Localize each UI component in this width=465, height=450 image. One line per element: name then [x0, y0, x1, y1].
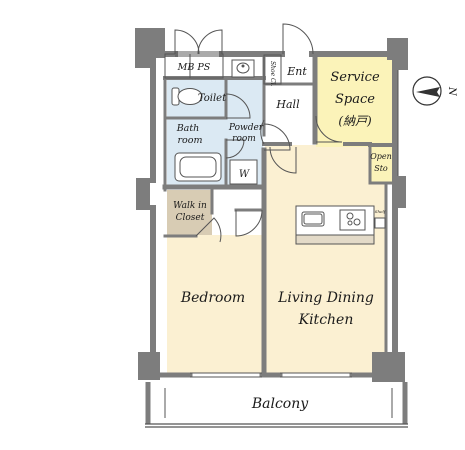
bathtub — [174, 152, 222, 182]
bathroom-label-2: room — [178, 135, 203, 146]
wash-basin — [231, 59, 255, 78]
kitchen-counter — [295, 205, 375, 245]
service-space-label-1: Service — [330, 70, 380, 85]
structural-columns — [135, 28, 408, 382]
mb-ps-label: MB PS — [177, 62, 211, 73]
bedroom-label: Bedroom — [180, 290, 245, 306]
ldk-label-1: Living Dining — [277, 290, 374, 306]
toilet-fixture — [171, 87, 203, 106]
living-dining-kitchen-floor — [265, 145, 385, 373]
open-storage-label-1: Open — [370, 152, 392, 161]
hall-floor — [264, 84, 316, 144]
bedroom-floor — [167, 235, 265, 373]
shelf-label: Shelf — [375, 209, 387, 214]
doors — [174, 23, 343, 243]
ldk-label-2: Kitchen — [298, 312, 354, 328]
balcony-label: Balcony — [251, 396, 309, 412]
walk-in-closet-label-2: Closet — [176, 213, 205, 223]
open-storage-floor — [370, 147, 392, 183]
room-labels: MB PS Shoe Cl. Ent Toilet Hall Service S… — [173, 61, 392, 412]
powder-room-label-1: Powder — [228, 123, 264, 133]
shelf — [374, 217, 386, 229]
service-space-label-3: (納戸) — [338, 114, 372, 128]
balcony — [145, 382, 408, 428]
service-space-label-2: Space — [335, 92, 375, 107]
open-storage-label-2: Sto — [374, 164, 388, 173]
washer-space — [229, 159, 258, 185]
washer-label: W — [239, 169, 250, 180]
service-space-floor — [316, 55, 392, 147]
walk-in-closet-label-1: Walk in — [173, 201, 207, 211]
north-arrow: N — [412, 76, 457, 106]
outline-details — [164, 51, 399, 378]
fixtures — [171, 59, 386, 245]
compass-needle-icon — [416, 87, 440, 97]
entrance-label: Ent — [286, 65, 307, 78]
toilet-label: Toilet — [198, 93, 227, 104]
powder-room-label-2: room — [232, 134, 256, 144]
shoe-closet-label: Shoe Cl. — [269, 61, 276, 87]
hall-label: Hall — [275, 98, 300, 111]
bathroom-label-1: Bath — [176, 123, 200, 134]
walls — [150, 51, 398, 378]
north-label: N — [446, 86, 457, 97]
